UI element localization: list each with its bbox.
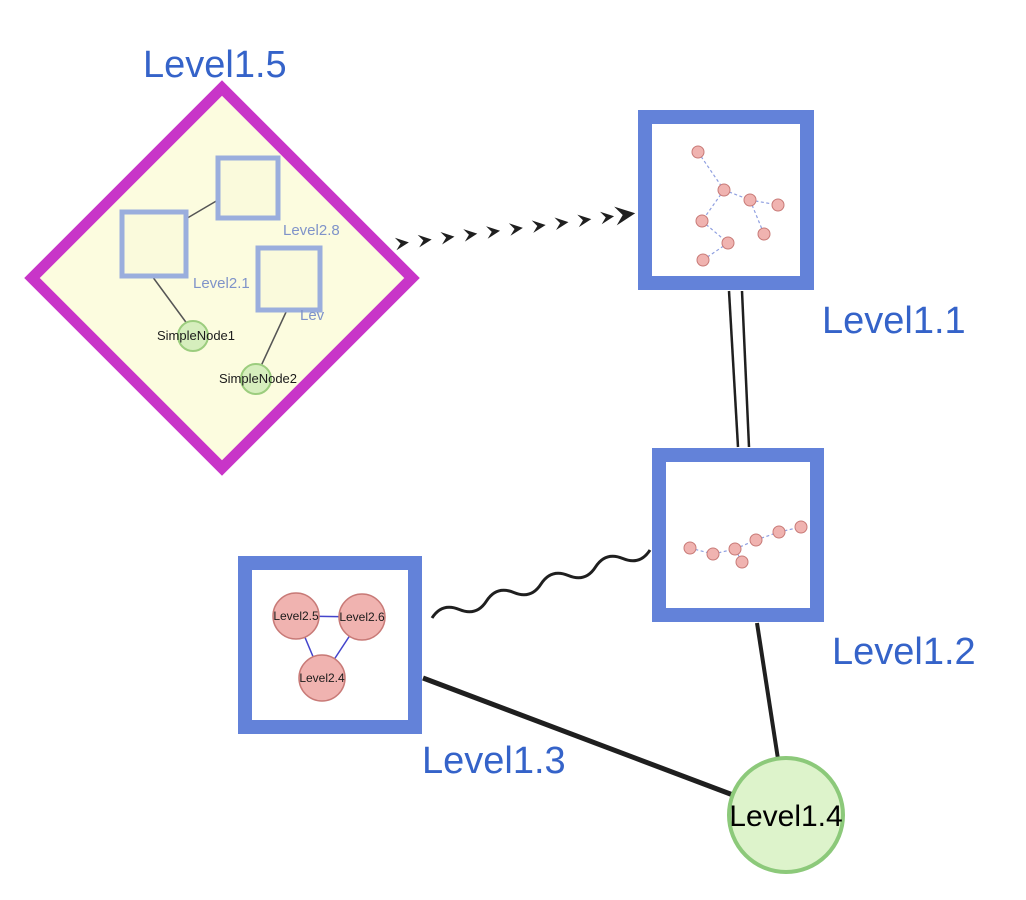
node-level28[interactable]	[215, 155, 281, 221]
node-simplenode2[interactable]	[240, 363, 272, 395]
node-label-level12: Level1.2	[832, 631, 976, 673]
node-label-level14: Level1.4	[729, 800, 842, 833]
level12-box-shape[interactable]	[652, 448, 824, 622]
node-simplenode1-label: SimpleNode1	[157, 328, 235, 343]
edge-level11-level12[interactable]	[727, 290, 751, 448]
node-level25-label: Level2.5	[273, 609, 319, 623]
node-level26-label: Level2.6	[339, 610, 385, 624]
subgraph-edge	[689, 547, 714, 555]
node-level26[interactable]	[338, 593, 386, 641]
subgraph-node[interactable]	[691, 145, 705, 159]
subgraph-node[interactable]	[696, 253, 710, 267]
node-level14[interactable]: Level1.4	[727, 756, 845, 874]
edge-level12-level14[interactable]	[755, 622, 780, 760]
inner-edge-level28-level21	[183, 199, 219, 221]
node-level25[interactable]	[272, 592, 320, 640]
level11-box-shape[interactable]	[638, 110, 814, 290]
group-node-level13[interactable]: Level2.5 Level2.6 Level2.4	[238, 556, 422, 734]
edge-level15-level11[interactable]	[394, 206, 636, 251]
node-label-level13: Level1.3	[422, 740, 566, 782]
subgraph-node[interactable]	[794, 520, 808, 534]
edge-level13-level12[interactable]	[430, 549, 652, 619]
node-label-level15: Level1.5	[143, 44, 287, 86]
edge-level13-level14[interactable]	[422, 675, 734, 798]
subgraph-node[interactable]	[683, 541, 697, 555]
subgraph-node[interactable]	[717, 183, 731, 197]
inner-edge-lev-simplenode2	[260, 309, 288, 367]
subgraph-node[interactable]	[735, 555, 749, 569]
node-level28-label: Level2.8	[283, 222, 340, 239]
group-node-level15[interactable]: Level2.8 Level2.1 Lev SimpleNode1 Simple…	[24, 80, 420, 476]
node-lev[interactable]	[255, 245, 323, 313]
node-lev-label: Lev	[300, 307, 325, 324]
level14-circle-shape[interactable]	[727, 756, 845, 874]
node-label-level11: Level1.1	[822, 300, 966, 342]
subgraph-node[interactable]	[695, 214, 709, 228]
node-level24-label: Level2.4	[299, 671, 345, 685]
subgraph-node[interactable]	[706, 547, 720, 561]
subgraph-node[interactable]	[728, 542, 742, 556]
double-edge-line-right	[740, 290, 751, 448]
subgraph-level12	[683, 520, 808, 569]
node-level21-label: Level2.1	[193, 275, 250, 292]
subgraph-node[interactable]	[749, 533, 763, 547]
subgraph-level13: Level2.5 Level2.6 Level2.4	[272, 592, 386, 702]
inner-edge-level21-simplenode1	[151, 275, 189, 326]
group-node-level12[interactable]	[652, 448, 824, 622]
subgraph-edge	[697, 151, 725, 191]
subgraph-node[interactable]	[757, 227, 771, 241]
subgraph-node[interactable]	[771, 198, 785, 212]
node-level24[interactable]	[298, 654, 346, 702]
group-node-level11[interactable]	[638, 110, 814, 290]
node-simplenode2-label: SimpleNode2	[219, 371, 297, 386]
subgraph-edge	[755, 531, 780, 541]
subgraph-level11	[691, 145, 785, 267]
subgraph-node[interactable]	[721, 236, 735, 250]
node-simplenode1[interactable]	[177, 320, 209, 352]
node-level21[interactable]	[119, 209, 189, 279]
level15-diamond-shape[interactable]	[24, 80, 420, 476]
double-edge-line-left	[727, 290, 740, 448]
level13-box-shape[interactable]	[238, 556, 422, 734]
subgraph-node[interactable]	[772, 525, 786, 539]
subgraph-node[interactable]	[743, 193, 757, 207]
